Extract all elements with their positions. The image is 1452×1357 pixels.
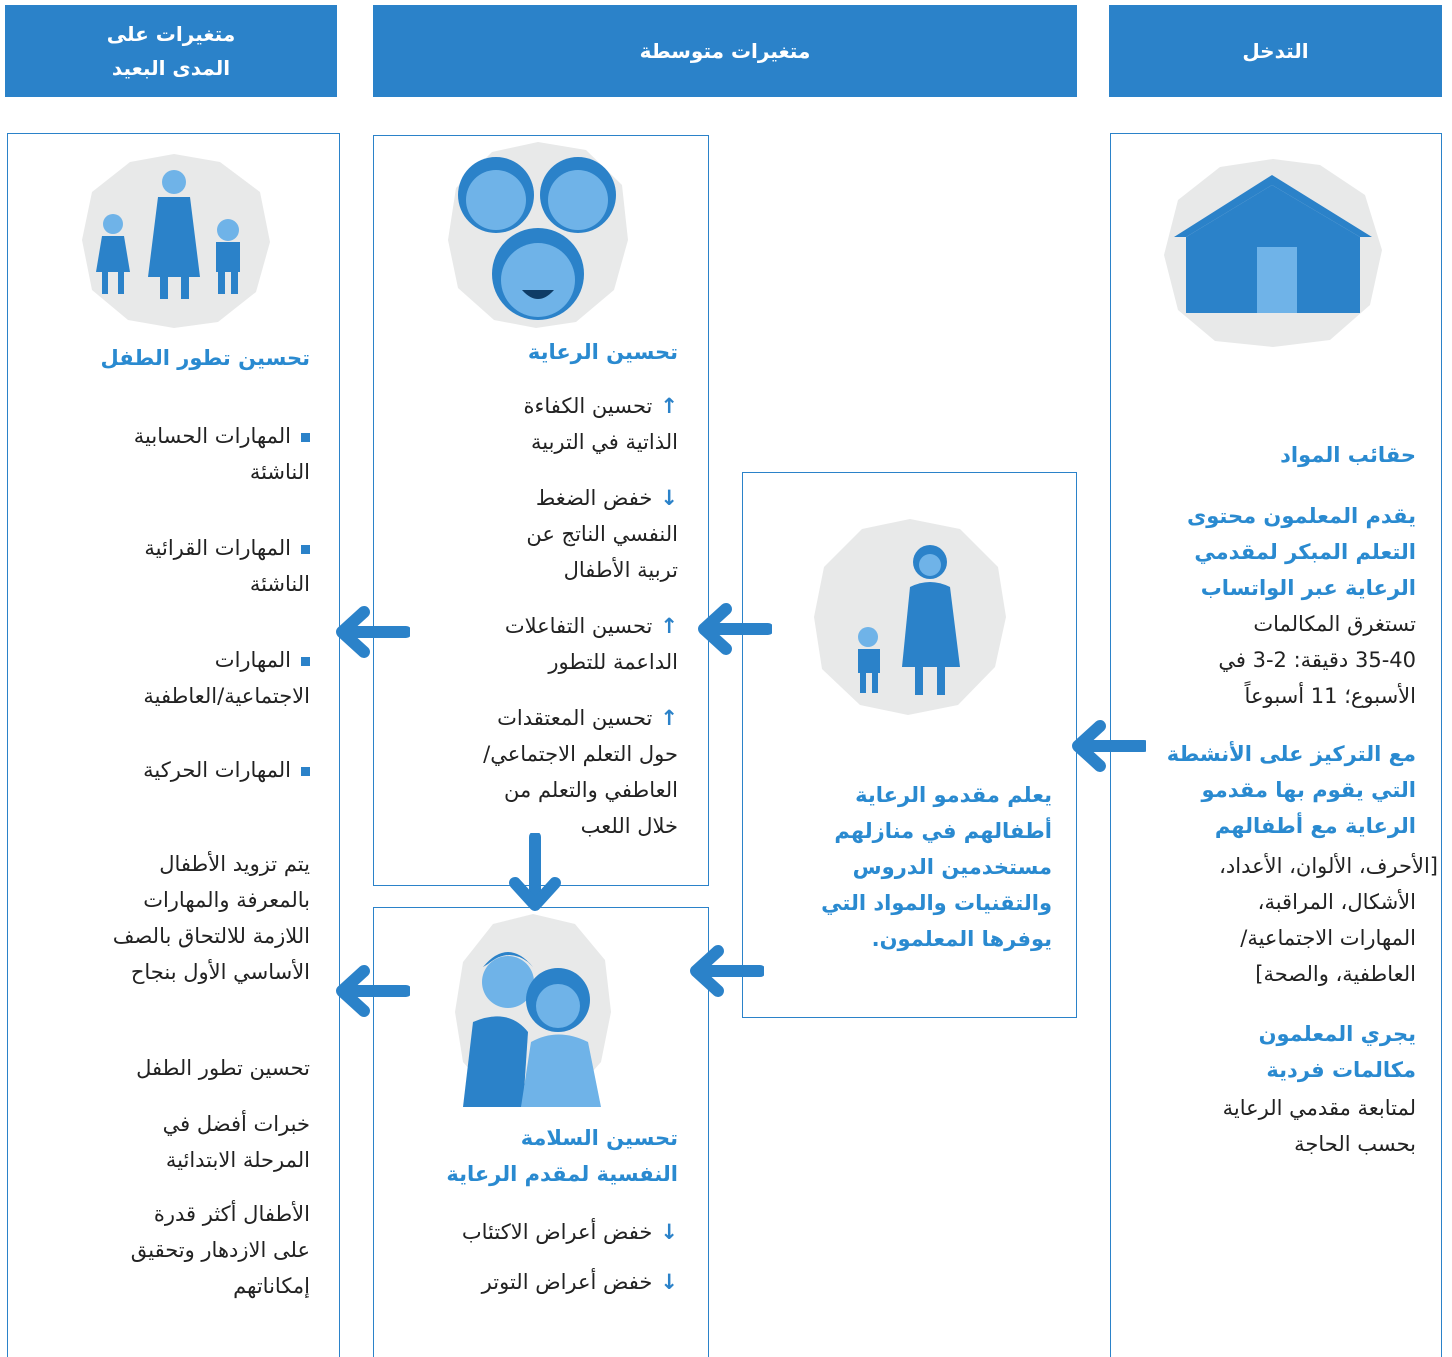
wellbeing-item-text: خفض أعراض الاكتئاب: [461, 1220, 653, 1244]
followup-1: لمتابعة مقدمي الرعاية: [1222, 1096, 1416, 1120]
bullet-icon: [301, 544, 310, 554]
teachers-provide: يقدم المعلمون محتوى التعلم المبكر لمقدمي…: [1186, 504, 1416, 600]
arrow-down-icon: ↓: [660, 486, 678, 510]
child-dev-box: [7, 133, 340, 1357]
readiness-4: الأساسي الأول بنجاح: [130, 960, 310, 984]
arrow-up-icon: ↑: [660, 614, 678, 638]
skill-numeracy: المهارات الحسابية الناشئة: [30, 418, 310, 490]
caregiver-child-icon: [814, 519, 1006, 715]
kits-title: حقائب المواد: [1280, 443, 1416, 467]
care-item-text: الداعمة للتطور: [548, 650, 678, 674]
followup-2: بحسب الحاجة: [1294, 1132, 1416, 1156]
wellbeing-title-1: تحسين السلامة: [520, 1126, 678, 1150]
focus-list-4: العاطفية، والصحة]: [1255, 962, 1416, 986]
arrow-up-icon: ↑: [660, 394, 678, 418]
arrow-wellbeing-to-childdev: [336, 965, 410, 1017]
skill-motor: المهارات الحركية: [30, 752, 310, 788]
care-item-text: تربية الأطفال: [563, 558, 678, 582]
arrow-care-to-childdev: [336, 606, 410, 658]
faces-icon: [448, 142, 628, 328]
arrow-caregivers-to-care: [698, 603, 772, 655]
arrow-down-icon: ↓: [660, 1220, 678, 1244]
focus-title: مع التركيز على الأنشطة التي يقوم بها مقد…: [1166, 742, 1416, 838]
header-intervention: التدخل: [1109, 5, 1442, 97]
calls-duration-3: الأسبوع؛ 11 أسبوعاً: [1244, 684, 1416, 708]
bullet-icon: [301, 766, 310, 776]
skill-text: المهارات القرائية: [144, 536, 291, 560]
readiness-3: اللازمة للالتحاق بالصف: [112, 924, 310, 948]
wellbeing-item-anxiety: ↓ خفض أعراض التوتر: [390, 1264, 678, 1300]
skill-social-emotional: المهارات الاجتماعية/العاطفية: [30, 642, 310, 714]
outcome-2a: خبرات أفضل في: [162, 1112, 310, 1136]
wellbeing-title-2: النفسية لمقدم الرعاية: [446, 1162, 678, 1186]
care-item-text: تحسين التفاعلات: [504, 614, 653, 638]
skill-text: الاجتماعية/العاطفية: [143, 684, 310, 708]
child-dev-title: تحسين تطور الطفل: [100, 346, 310, 370]
arrow-care-to-wellbeing: [509, 833, 561, 911]
arrow-down-icon: ↓: [660, 1270, 678, 1294]
outcome-2b: المرحلة الابتدائية: [165, 1148, 310, 1172]
header-long-term-line2: المدى البعيد: [111, 56, 231, 80]
header-intermediate-label: متغيرات متوسطة: [639, 39, 811, 63]
care-item-text: خفض الضغط: [535, 486, 653, 510]
skill-text: الناشئة: [249, 572, 310, 596]
skill-text: المهارات الحركية: [143, 758, 291, 782]
header-long-term: متغيرات على المدى البعيد: [5, 5, 337, 97]
care-item-text: خلال اللعب: [580, 814, 678, 838]
care-item-text: تحسين الكفاءة: [523, 394, 653, 418]
couple-icon: [455, 914, 611, 1107]
focus-list-1: [الأحرف، الألوان، الأعداد،: [1219, 854, 1438, 878]
calls-duration-2: 35-40 دقيقة: 2-3 في: [1218, 648, 1416, 672]
wellbeing-item-depression: ↓ خفض أعراض الاكتئاب: [390, 1214, 678, 1250]
caregivers-teach-text: يعلم مقدمو الرعاية أطفالهم في منازلهم مس…: [821, 783, 1052, 951]
arrow-intervention-to-caregivers: [1072, 720, 1146, 772]
focus-list-2: الأشكال، المراقبة،: [1257, 890, 1416, 914]
outcome-3b: على الازدهار وتحقيق: [130, 1238, 310, 1262]
family-icon: [82, 154, 270, 328]
skill-text: المهارات: [214, 648, 291, 672]
header-intervention-label: التدخل: [1242, 39, 1309, 63]
readiness-2: بالمعرفة والمهارات: [143, 888, 310, 912]
care-item-self-efficacy: ↑ تحسين الكفاءة الذاتية في التربية: [390, 388, 678, 460]
skill-text: المهارات الحسابية: [133, 424, 291, 448]
care-item-text: تحسين المعتقدات: [497, 706, 653, 730]
header-intermediate: متغيرات متوسطة: [373, 5, 1077, 97]
care-item-text: العاطفي والتعلم من: [504, 778, 678, 802]
care-item-text: الذاتية في التربية: [530, 430, 678, 454]
care-item-text: حول التعلم الاجتماعي/: [483, 742, 678, 766]
outcome-1: تحسين تطور الطفل: [136, 1056, 310, 1080]
bullet-icon: [301, 432, 310, 442]
outcome-3a: الأطفال أكثر قدرة: [153, 1202, 310, 1226]
arrow-caregivers-to-wellbeing: [690, 945, 764, 997]
skill-literacy: المهارات القرائية الناشئة: [30, 530, 310, 602]
header-long-term-line1: متغيرات على: [106, 22, 236, 46]
focus-list-3: المهارات الاجتماعية/: [1240, 926, 1416, 950]
individual-calls-title: يجري المعلمون مكالمات فردية: [1258, 1022, 1416, 1082]
skill-text: الناشئة: [249, 460, 310, 484]
wellbeing-item-text: خفض أعراض التوتر: [481, 1270, 653, 1294]
house-icon: [1164, 159, 1382, 347]
care-item-beliefs: ↑ تحسين المعتقدات حول التعلم الاجتماعي/ ا…: [390, 700, 678, 844]
care-item-interactions: ↑ تحسين التفاعلات الداعمة للتطور: [390, 608, 678, 680]
calls-duration-1: تستغرق المكالمات: [1253, 612, 1416, 636]
outcome-3c: إمكاناتهم: [233, 1274, 310, 1298]
readiness-1: يتم تزويد الأطفال: [159, 852, 310, 876]
care-title: تحسين الرعاية: [527, 340, 678, 364]
care-item-text: النفسي الناتج عن: [526, 522, 678, 546]
arrow-up-icon: ↑: [660, 706, 678, 730]
bullet-icon: [301, 656, 310, 666]
care-item-stress: ↓ خفض الضغط النفسي الناتج عن تربية الأطفا…: [390, 480, 678, 588]
